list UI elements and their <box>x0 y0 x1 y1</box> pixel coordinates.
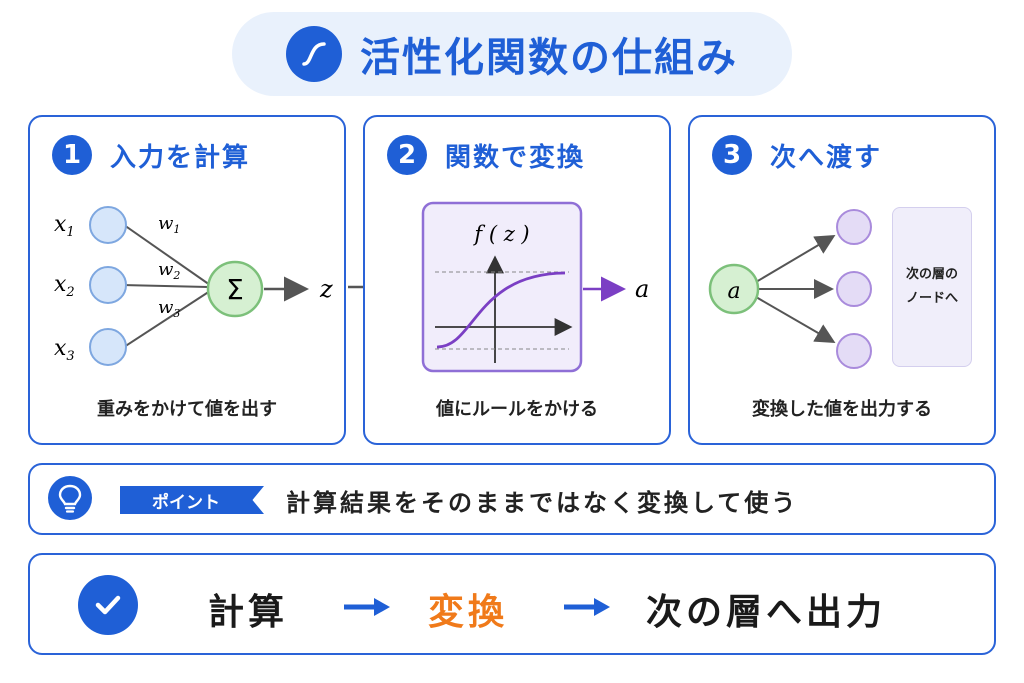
panel-pass-next: 3 次へ渡す a 次の層の ノードへ 変換した値を出力する <box>688 115 996 445</box>
panel-title: 関数で変換 <box>445 142 586 173</box>
function-label: f ( z ) <box>472 222 529 246</box>
weight-label-1: w1 <box>158 213 180 236</box>
sigmoid-graph: f ( z ) a <box>421 201 649 373</box>
output-a-label: a <box>635 275 649 303</box>
next-layer-box: 次の層の ノードへ <box>892 207 972 367</box>
panel-caption: 重みをかけて値を出す <box>97 399 277 420</box>
title-banner: 活性化関数の仕組み <box>232 12 792 96</box>
weight-label-2: w2 <box>158 259 180 282</box>
input-label-1: x1 <box>54 212 75 240</box>
next-layer-line-2: ノードへ <box>905 291 958 306</box>
edge-w3 <box>123 290 211 348</box>
panel-input-calc: 1 入力を計算 x1 x2 x3 w1 w2 w3 Σ z 重みをかけて値を出す <box>28 115 346 445</box>
panel-function-transform: 2 関数で変換 f ( z ) a 値にルールをかける <box>363 115 671 445</box>
flow-step-output: 次の層へ出力 <box>646 592 887 633</box>
output-diagram: a <box>708 209 872 369</box>
input-node-3 <box>89 328 127 366</box>
step-number: 2 <box>387 135 427 175</box>
lightbulb-icon <box>48 476 92 520</box>
point-bar: ポイント 計算結果をそのままではなく変換して使う <box>28 463 996 535</box>
function-box <box>421 201 583 373</box>
next-node-2 <box>836 271 872 307</box>
point-text: 計算結果をそのままではなく変換して使う <box>286 489 799 517</box>
sum-symbol: Σ <box>226 273 244 306</box>
step-number: 3 <box>712 135 752 175</box>
step-number: 1 <box>52 135 92 175</box>
next-node-1 <box>836 209 872 245</box>
edge-w1 <box>123 224 211 286</box>
input-label-3: x3 <box>54 336 75 364</box>
next-layer-line-1: 次の層の <box>905 267 958 282</box>
output-z-label: z <box>319 275 333 303</box>
source-label: a <box>727 279 740 304</box>
edge-out-1 <box>755 234 836 283</box>
sum-node <box>206 260 264 318</box>
sigmoid-curve-icon <box>286 26 342 82</box>
sigmoid-curve <box>436 271 566 349</box>
flow-summary-bar: 計算 変換 次の層へ出力 <box>28 553 996 655</box>
panel-title: 入力を計算 <box>110 142 251 173</box>
input-label-2: x2 <box>54 272 75 300</box>
check-icon <box>78 575 138 635</box>
weight-label-3: w3 <box>158 297 180 320</box>
source-node <box>708 263 760 315</box>
panel-title: 次へ渡す <box>770 142 883 173</box>
flow-step-transform: 変換 <box>428 592 509 633</box>
next-node-3 <box>836 333 872 369</box>
flow-step-calc: 計算 <box>208 592 289 633</box>
point-tag: ポイント <box>120 486 264 514</box>
flow-arrow-icon <box>344 598 390 616</box>
edge-out-3 <box>755 296 836 344</box>
input-node-1 <box>89 206 127 244</box>
edge-w2 <box>123 284 209 288</box>
panel-caption: 変換した値を出力する <box>752 399 932 420</box>
page-title: 活性化関数の仕組み <box>360 35 738 81</box>
neuron-diagram: x1 x2 x3 w1 w2 w3 Σ z <box>54 206 333 366</box>
flow-arrow-icon <box>564 598 610 616</box>
input-node-2 <box>89 266 127 304</box>
panel-caption: 値にルールをかける <box>436 399 598 420</box>
